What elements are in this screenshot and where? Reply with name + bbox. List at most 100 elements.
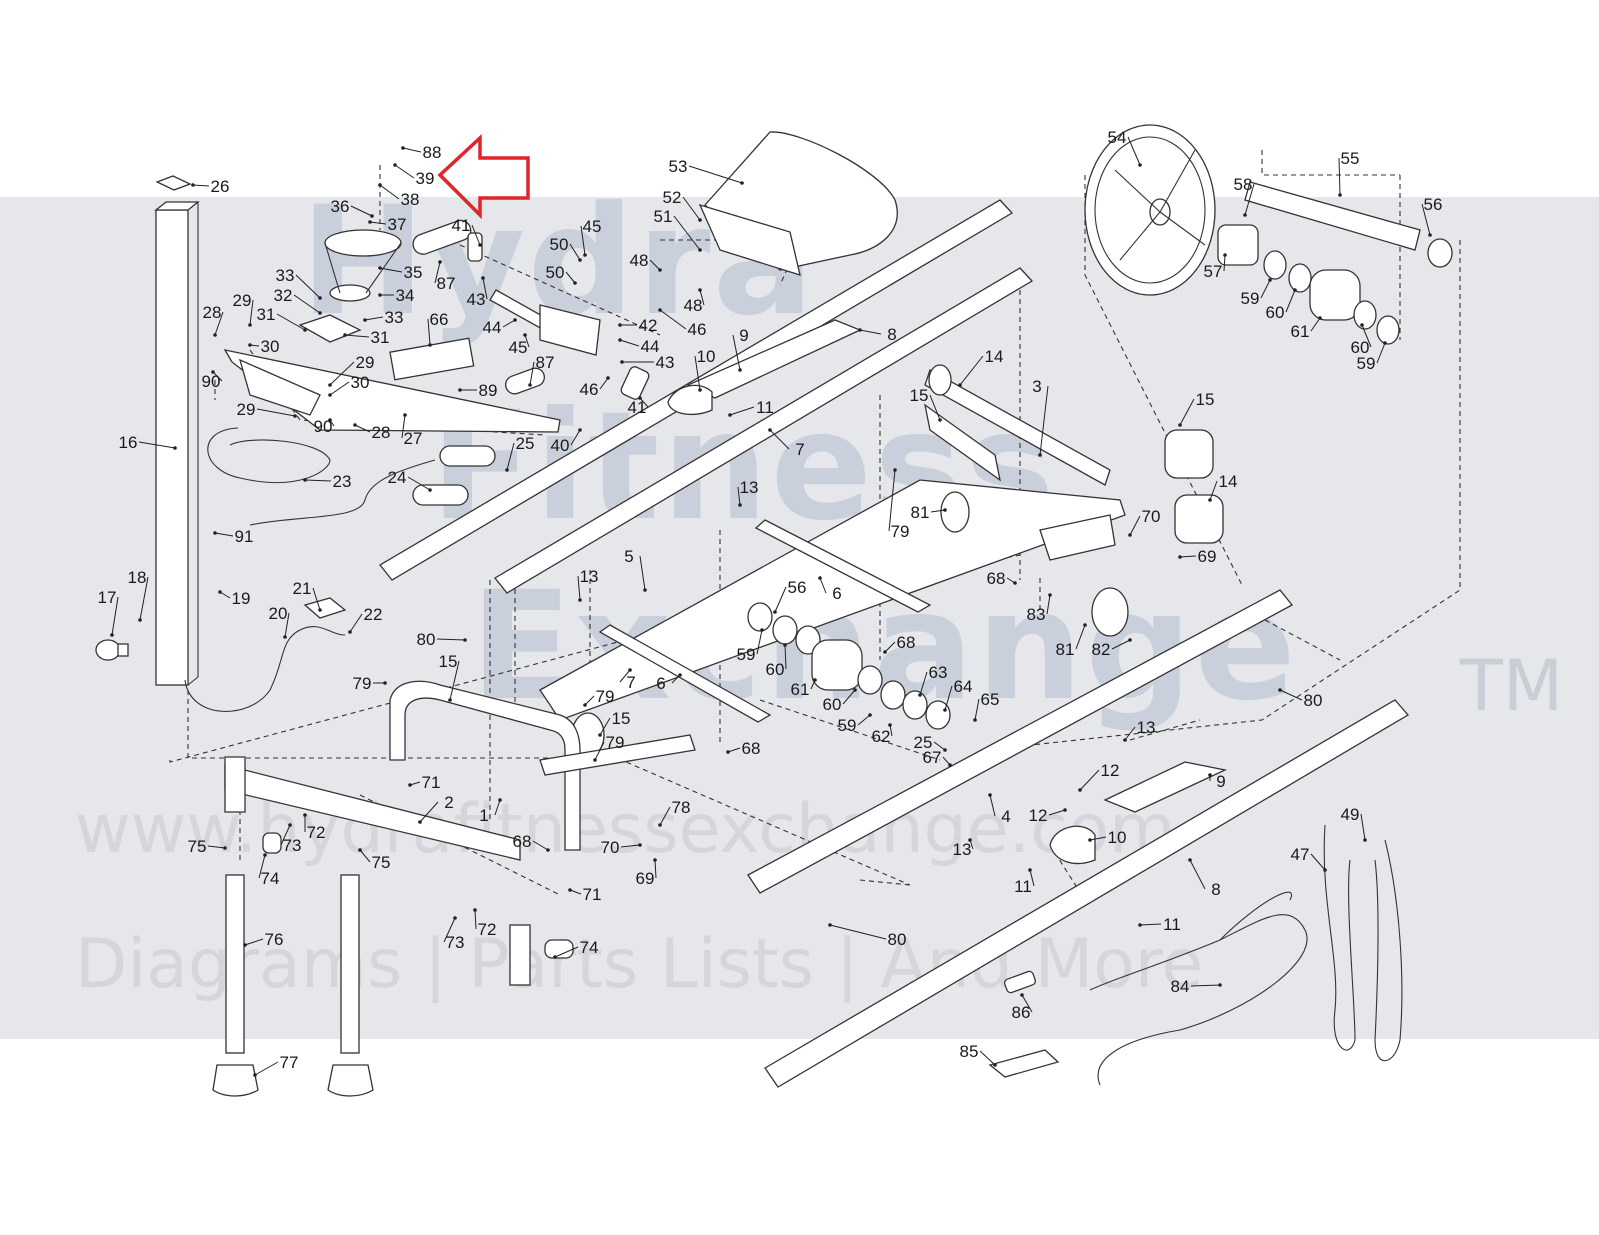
part-callout-30: 30 [248,337,279,356]
part-number-label: 44 [641,337,660,356]
leader-line [729,406,755,416]
part-callout-1: 1 [479,798,502,825]
part-callout-71: 71 [408,773,440,792]
leader-dot [818,576,822,580]
leader-dot [318,311,322,315]
part-callout-29: 29 [233,291,254,327]
leader-line [737,486,741,506]
part-callout-79: 79 [888,468,909,541]
part-callout-70: 70 [1128,507,1160,537]
part-number-label: 69 [636,869,655,888]
leader-line [599,717,611,736]
leader-dot [318,296,322,300]
part-callout-30: 30 [328,373,369,397]
leader-dot [618,338,622,342]
part-number-label: 87 [536,353,555,372]
leader-line [829,924,887,940]
leader-line [1223,254,1226,272]
part-number-label: 68 [513,832,532,851]
part-callout-28: 28 [353,423,390,442]
part-callout-60: 60 [1351,323,1372,357]
leader-line [449,660,460,701]
part-number-label: 79 [596,687,615,706]
part-callout-28: 28 [203,303,224,337]
foot-pedal-right [1049,761,1228,865]
leader-dot [628,668,632,672]
leader-line [699,289,705,306]
part-callout-60: 60 [823,688,857,714]
part-callout-13: 13 [1123,718,1155,742]
part-callout-75: 75 [358,848,390,872]
part-callout-40: 40 [551,428,582,455]
leader-dot [738,503,742,507]
part-callout-25: 25 [914,733,947,752]
leader-line [1129,515,1141,536]
part-callout-49: 49 [1341,805,1367,842]
leader-dot [618,323,622,327]
part-callout-48: 48 [630,251,662,272]
leader-dot [948,763,952,767]
leader-line [1124,726,1136,741]
part-number-label: 66 [430,310,449,329]
part-callout-83: 83 [1027,593,1052,624]
leader-dot [1318,316,1322,320]
part-callout-32: 32 [274,286,322,315]
part-number-label: 13 [580,567,599,586]
leader-dot [213,531,217,535]
leader-dot [740,181,744,185]
part-callout-90: 90 [314,417,335,436]
leader-dot [303,813,307,817]
leader-line [244,938,264,946]
part-callout-85: 85 [960,1042,997,1067]
leader-dot [363,318,367,322]
part-callout-5: 5 [624,547,647,592]
leader-dot [583,703,587,707]
seat-pad [698,131,898,276]
leader-dot [523,333,527,337]
part-number-label: 82 [1092,640,1111,659]
part-callout-41: 41 [452,216,482,247]
part-callout-36: 36 [331,197,374,218]
part-callout-89: 89 [458,381,497,400]
part-callout-8: 8 [1188,858,1221,899]
part-callout-31: 31 [343,328,389,347]
leader-line [1285,289,1296,313]
leader-dot [1268,278,1272,282]
part-callout-76: 76 [243,930,283,949]
leader-dot [658,308,662,312]
part-callout-43: 43 [620,353,674,372]
leader-line [769,429,790,450]
part-number-label: 71 [583,885,602,904]
leader-dot [348,630,352,634]
leader-dot [1128,638,1132,642]
leader-line [482,277,488,300]
leader-line [1376,342,1386,364]
leader-dot [283,635,287,639]
part-number-label: 76 [265,930,284,949]
leader-dot [678,673,682,677]
part-number-label: 54 [1108,128,1127,147]
leader-line [1079,769,1100,791]
upright-post [154,175,200,686]
leader-dot [293,414,297,418]
leader-dot [653,858,657,862]
part-callout-35: 35 [378,263,422,282]
leader-line [694,355,701,391]
part-number-label: 45 [583,217,602,236]
part-callout-64: 64 [943,677,972,712]
front-frame [224,680,696,861]
part-callout-59: 59 [1241,278,1272,308]
part-number-label: 46 [688,320,707,339]
leader-line [1310,853,1326,871]
part-number-label: 12 [1029,806,1048,825]
part-number-label: 59 [1241,289,1260,308]
leader-dot [698,218,702,222]
leader-line [494,799,501,816]
part-number-label: 56 [1424,195,1443,214]
leader-dot [243,943,247,947]
part-number-label: 38 [401,190,420,209]
leader-line [293,294,321,314]
leader-dot [1360,323,1364,327]
part-callout-50: 50 [546,263,577,285]
leader-line [659,309,687,330]
